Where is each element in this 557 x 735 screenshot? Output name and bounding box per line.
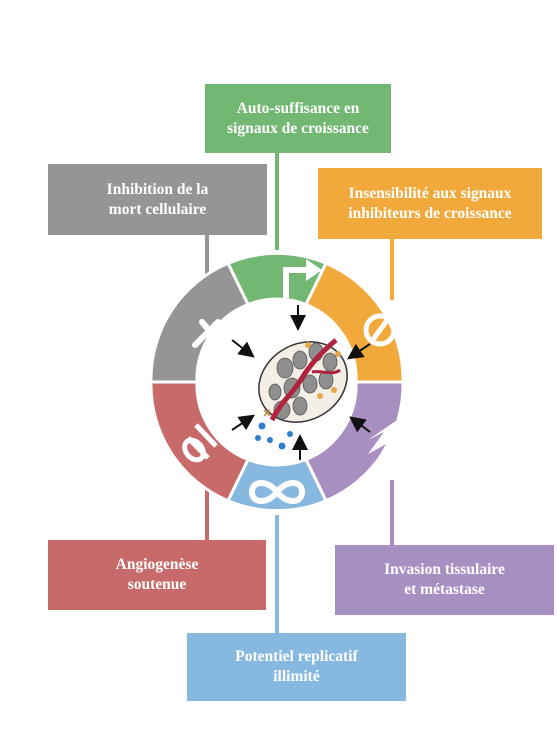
hallmark-label-bottom-right: Invasion tissulaire et métastase [384,561,505,598]
hallmark-label-bottom: Potentiel replicatif illimité [235,648,358,685]
hallmark-box-bottom-left: Angiogenèse soutenue [48,540,266,610]
hallmark-box-top: Auto-suffisance en signaux de croissance [205,84,391,153]
infinity-icon [248,480,306,504]
arrow-from-tr [347,343,371,360]
arrow-up-right-icon [283,259,322,298]
zigzag-invasion-icon [368,418,402,468]
blood-vessel [269,338,338,422]
hallmark-label-top: Auto-suffisance en signaux de croissance [227,99,369,137]
grave-cross-icon [192,319,221,348]
hallmark-box-top-left: Inhibition de la mort cellulaire [48,164,267,235]
hallmark-box-top-right: Insensibilité aux signaux inhibiteurs de… [318,168,542,239]
hallmark-box-bottom: Potentiel replicatif illimité [187,633,406,701]
prohibited-sign-icon [363,313,397,347]
hallmark-label-bottom-left: Angiogenèse soutenue [115,556,199,593]
blood-vessel-icon [182,423,218,463]
arrow-from-tl [231,339,255,358]
arrow-from-br [349,416,371,433]
hallmark-label-top-right: Insensibilité aux signaux inhibiteurs de… [348,184,512,222]
tumor-cell-cluster [255,338,348,450]
hallmark-label-top-left: Inhibition de la mort cellulaire [106,180,209,218]
arrow-from-bl [231,414,255,431]
hallmark-box-bottom-right: Invasion tissulaire et métastase [335,545,554,615]
inward-arrows [231,305,371,460]
